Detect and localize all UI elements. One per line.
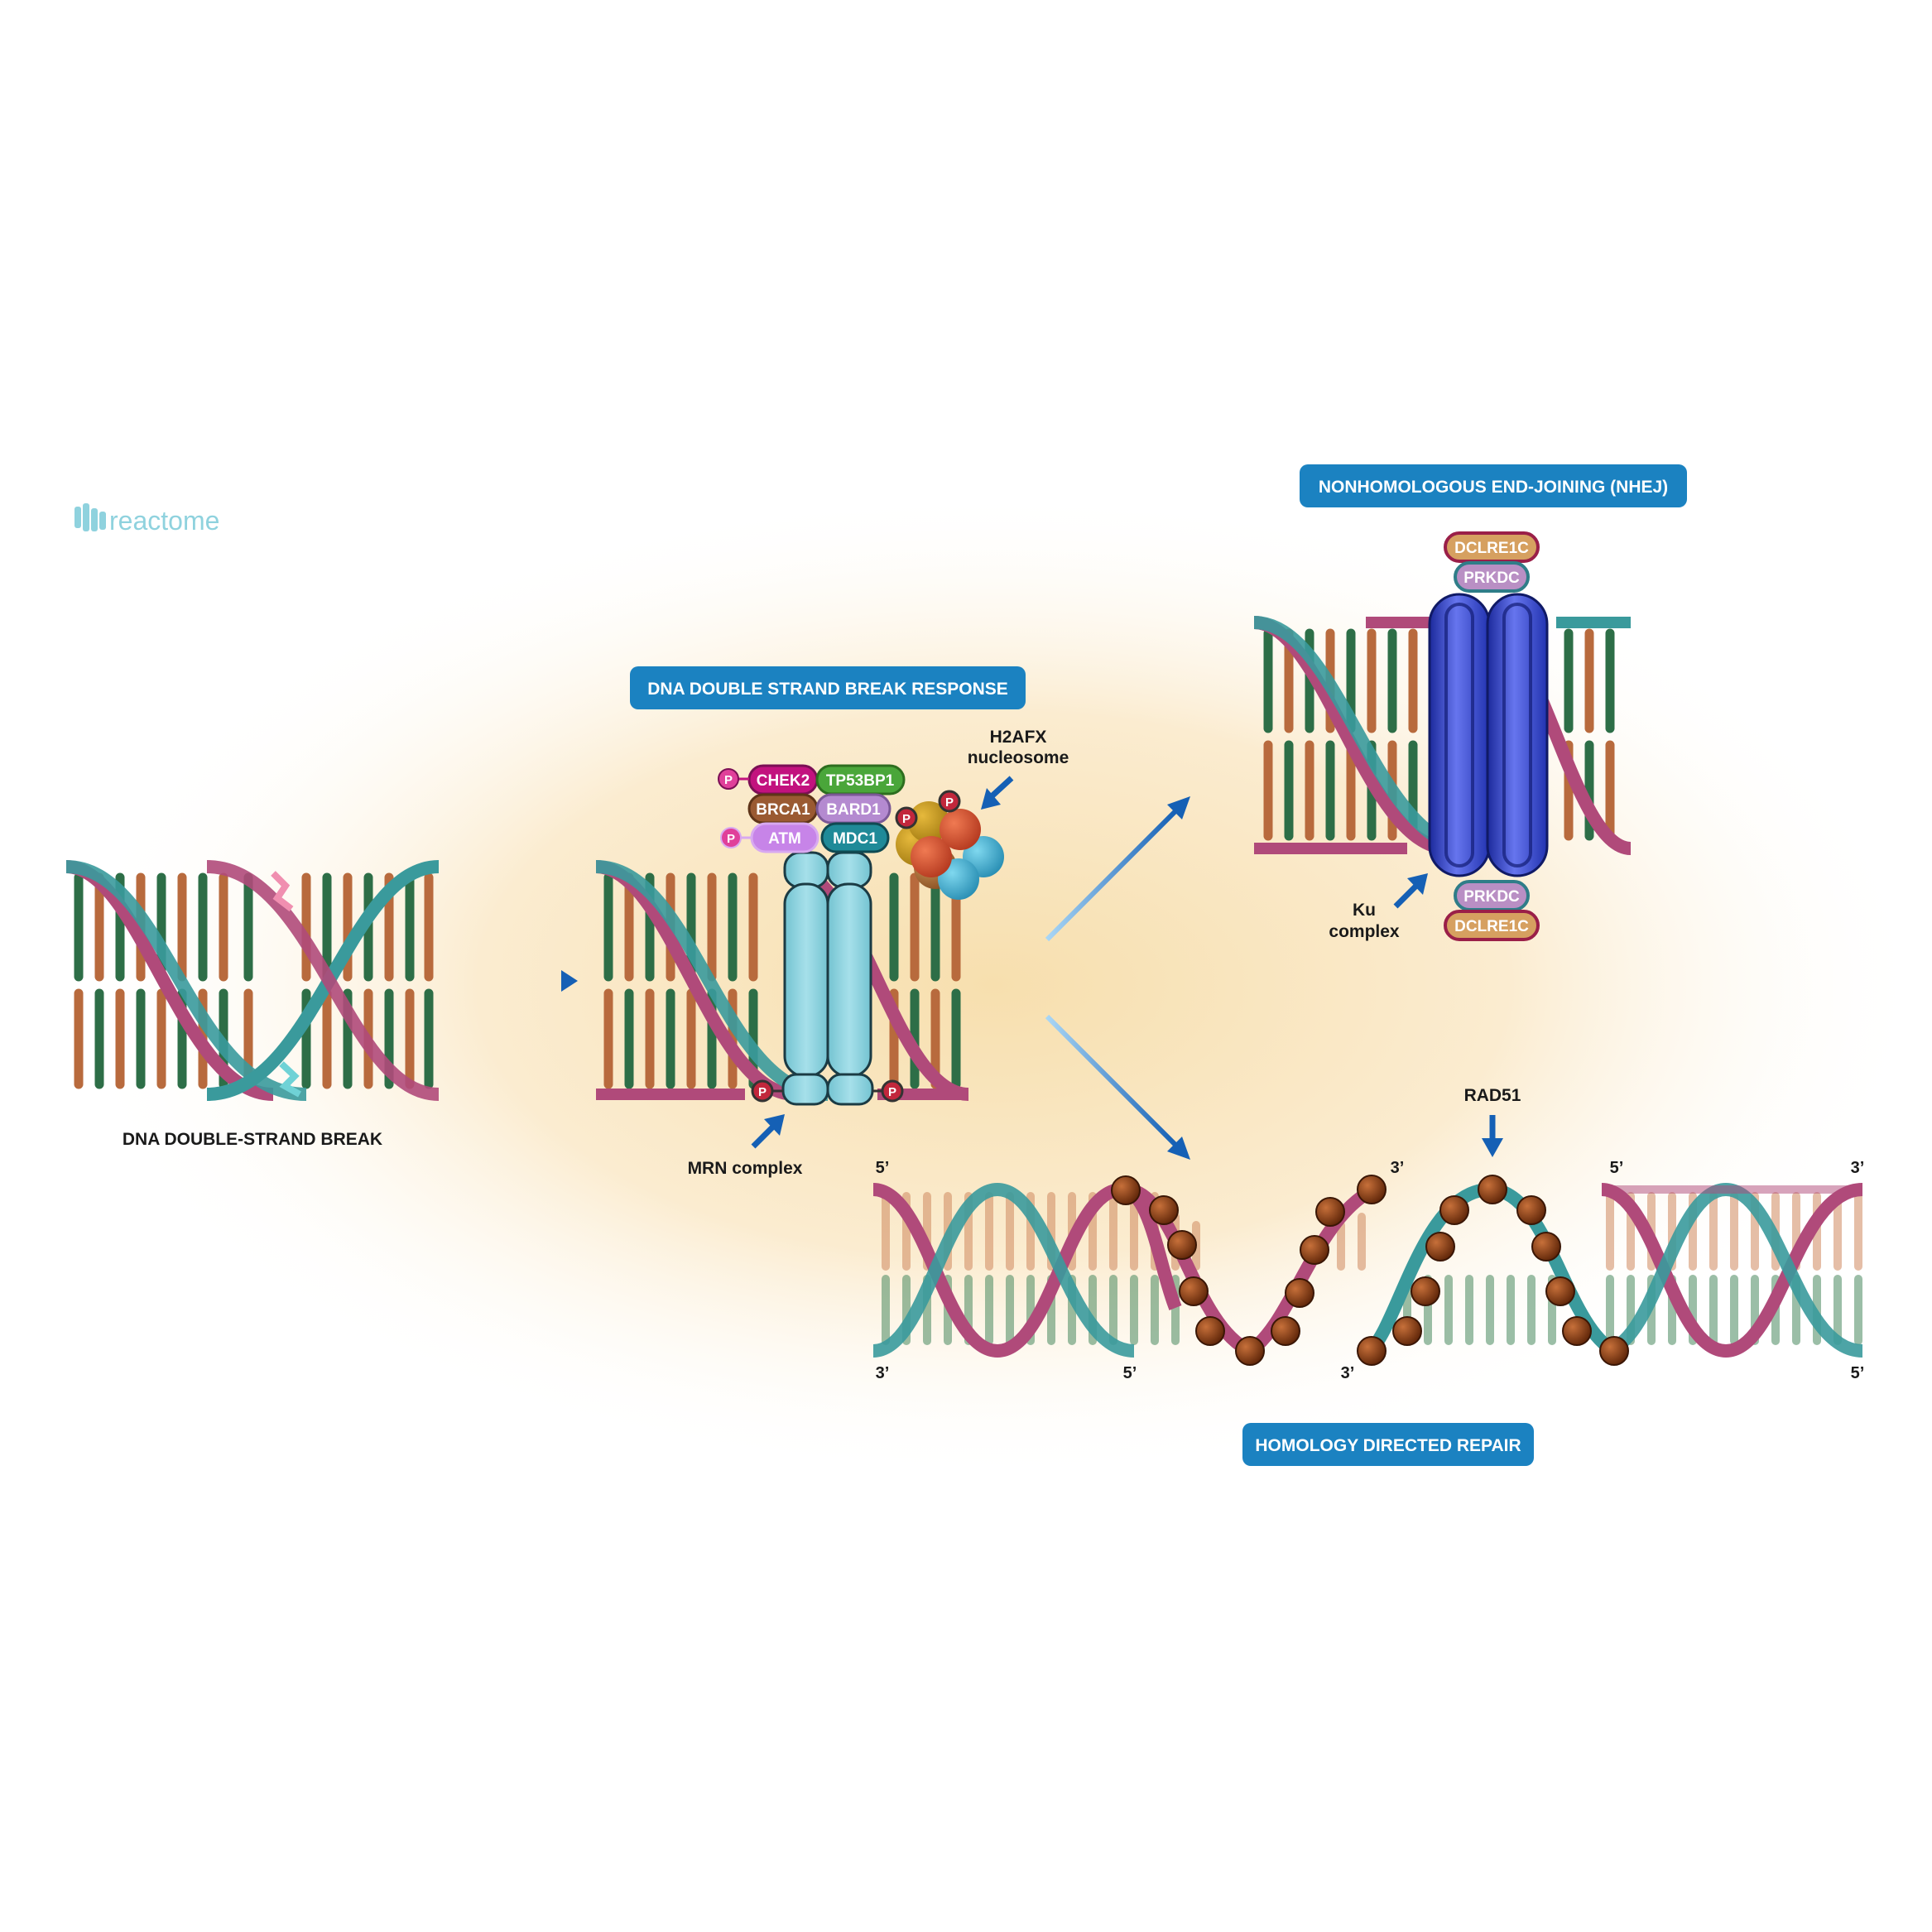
rad51-filament-left	[1111, 1175, 1387, 1366]
protein-dclre1c-bottom: DCLRE1C	[1444, 910, 1540, 941]
phospho-h2afx-right: P	[938, 790, 961, 813]
banner-hdr-text: HOMOLOGY DIRECTED REPAIR	[1255, 1436, 1521, 1455]
strand-end-label: 5’	[1610, 1159, 1624, 1177]
protein-mdc1: MDC1	[820, 822, 890, 853]
banner-dsb-response-text: DNA DOUBLE STRAND BREAK RESPONSE	[647, 680, 1008, 699]
protein-tp53bp1: TP53BP1	[815, 764, 906, 795]
ku-complex	[1428, 593, 1549, 877]
dsb-break-bottom	[279, 1061, 301, 1098]
strand-end-label: 3’	[1341, 1364, 1355, 1382]
svg-text:BRCA1: BRCA1	[756, 801, 810, 819]
reactome-logo-icon	[74, 503, 106, 531]
protein-dclre1c-top: DCLRE1C	[1444, 531, 1540, 563]
strand-end-label: 3’	[1391, 1159, 1405, 1177]
ku-arrow	[1393, 873, 1428, 909]
protein-atm: ATM	[750, 822, 819, 853]
svg-text:ATM: ATM	[768, 830, 801, 848]
svg-text:BARD1: BARD1	[826, 801, 881, 819]
banner-nhej-text: NONHOMOLOGOUS END-JOINING (NHEJ)	[1319, 478, 1668, 497]
arrow-to-hdr	[1045, 1014, 1190, 1160]
svg-text:TP53BP1: TP53BP1	[826, 772, 895, 790]
h2afx-nucleosome	[896, 801, 1004, 900]
ku-label-line2: complex	[1329, 922, 1400, 941]
svg-text:DCLRE1C: DCLRE1C	[1454, 540, 1529, 557]
h2afx-arrow	[981, 776, 1014, 810]
phospho-chek2: P	[718, 768, 739, 790]
protein-chek2: CHEK2	[747, 764, 819, 795]
h2afx-label-line1: H2AFX	[990, 728, 1047, 747]
svg-text:CHEK2: CHEK2	[757, 772, 810, 790]
protein-prkdc-bottom: PRKDC	[1454, 880, 1530, 911]
mrn-arrow	[751, 1114, 785, 1149]
svg-text:P: P	[902, 812, 911, 826]
banner-hdr: HOMOLOGY DIRECTED REPAIR	[1242, 1423, 1534, 1466]
arrow-dsb-to-response	[459, 970, 578, 992]
strand-end-label: 5’	[1851, 1364, 1865, 1382]
svg-text:P: P	[758, 1085, 767, 1099]
reactome-logo-text: reactome	[109, 506, 219, 536]
svg-text:MDC1: MDC1	[833, 830, 877, 848]
dsb-dna-illustration	[65, 860, 440, 1101]
protein-prkdc-top: PRKDC	[1454, 561, 1530, 593]
response-base-pairs	[603, 872, 961, 1089]
phospho-mrn-right: P	[881, 1079, 904, 1103]
phospho-mrn-left: P	[751, 1079, 774, 1103]
svg-text:PRKDC: PRKDC	[1463, 570, 1520, 587]
svg-text:P: P	[888, 1085, 896, 1099]
strand-end-label: 5’	[876, 1159, 890, 1177]
rad51-filament-right	[1357, 1175, 1629, 1366]
strand-end-label: 3’	[876, 1364, 890, 1382]
banner-nhej: NONHOMOLOGOUS END-JOINING (NHEJ)	[1300, 464, 1687, 507]
dsb-left-teal-strand	[65, 860, 307, 1101]
mrn-label: MRN complex	[688, 1159, 803, 1178]
dsb-right-pink-strand	[206, 860, 440, 1101]
dsb-label: DNA DOUBLE-STRAND BREAK	[123, 1130, 382, 1149]
dsb-break-top	[271, 871, 294, 912]
rad51-arrow	[1482, 1115, 1503, 1157]
rad51-label: RAD51	[1464, 1086, 1521, 1105]
phospho-atm: P	[720, 827, 742, 848]
mrn-complex	[781, 851, 874, 1106]
svg-text:P: P	[727, 832, 735, 846]
reactome-logo: reactome	[74, 503, 219, 536]
phospho-h2afx-left: P	[895, 806, 918, 829]
banner-dsb-response: DNA DOUBLE STRAND BREAK RESPONSE	[630, 666, 1026, 709]
h2afx-label-line2: nucleosome	[968, 748, 1069, 767]
protein-brca1: BRCA1	[747, 793, 819, 824]
arrow-to-nhej	[1045, 796, 1190, 942]
strand-end-label: 3’	[1851, 1159, 1865, 1177]
protein-bard1: BARD1	[815, 793, 892, 824]
ku-label-line1: Ku	[1353, 901, 1376, 920]
svg-text:P: P	[945, 795, 954, 810]
svg-text:PRKDC: PRKDC	[1463, 888, 1520, 906]
svg-text:P: P	[724, 773, 733, 787]
strand-end-label: 5’	[1123, 1364, 1137, 1382]
svg-text:DCLRE1C: DCLRE1C	[1454, 918, 1529, 935]
